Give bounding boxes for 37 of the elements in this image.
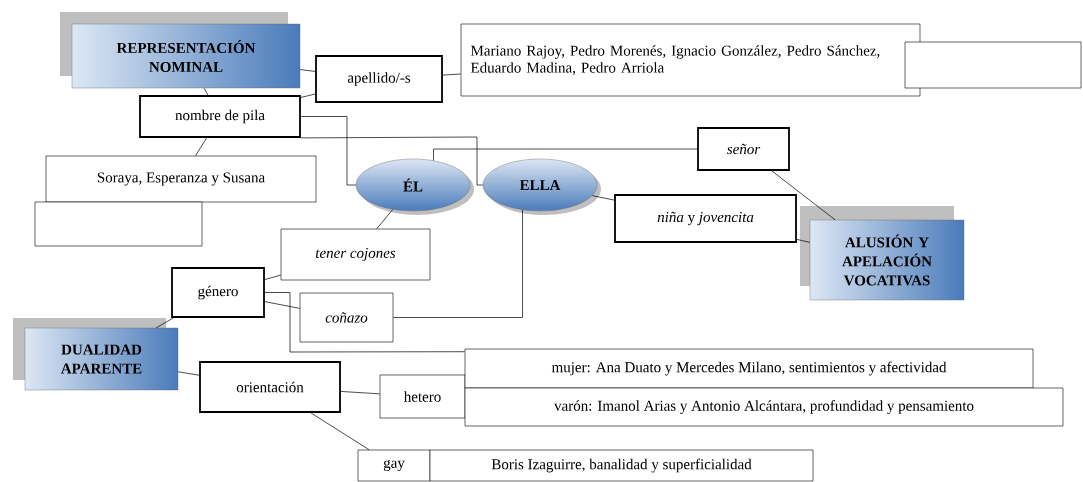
connector-line <box>300 136 484 186</box>
heading-box: DUALIDAD APARENTE <box>13 318 179 391</box>
connector-line <box>591 195 615 201</box>
term-box: orientación <box>199 361 341 413</box>
connector-line <box>203 87 209 96</box>
connector-line <box>300 116 357 186</box>
example-box: tener cojones <box>280 228 431 281</box>
connector-line <box>299 69 316 72</box>
connector-line <box>392 209 523 318</box>
connector-line <box>155 317 174 329</box>
term-box: señor <box>697 127 790 171</box>
connector-line <box>376 209 394 230</box>
example-box: mujer: Ana Duato y Mercedes Milano, sentimientos y afectividad <box>464 348 1034 389</box>
connector-line <box>264 292 466 353</box>
connector-line <box>264 301 301 309</box>
connector-line <box>300 93 316 98</box>
connector-line <box>442 73 462 76</box>
connector-line <box>796 239 811 243</box>
example-box: gay <box>357 449 431 482</box>
empty-box <box>904 41 1082 89</box>
term-box: niña yjovencita <box>614 194 797 243</box>
term-box: nombre de pila <box>139 95 301 138</box>
heading-box: ALUSIÓN Y APELACIÓN VOCATIVAS <box>800 206 965 301</box>
connector-line <box>177 371 200 376</box>
example-box: Soraya, Esperanza y Susana <box>45 155 317 203</box>
example-box: hetero <box>379 374 466 419</box>
connector-line <box>195 137 207 157</box>
connector-line <box>771 170 836 221</box>
connector-line <box>310 412 370 451</box>
term-box: género <box>171 267 265 318</box>
term-box: apellido/-s <box>315 55 443 103</box>
connector-line <box>433 148 698 161</box>
empty-box <box>34 201 203 247</box>
heading-box: REPRESENTACIÓN NOMINAL <box>60 12 301 89</box>
example-box: coñazo <box>299 292 394 343</box>
connector-line <box>340 391 381 395</box>
connector-line <box>264 274 282 280</box>
